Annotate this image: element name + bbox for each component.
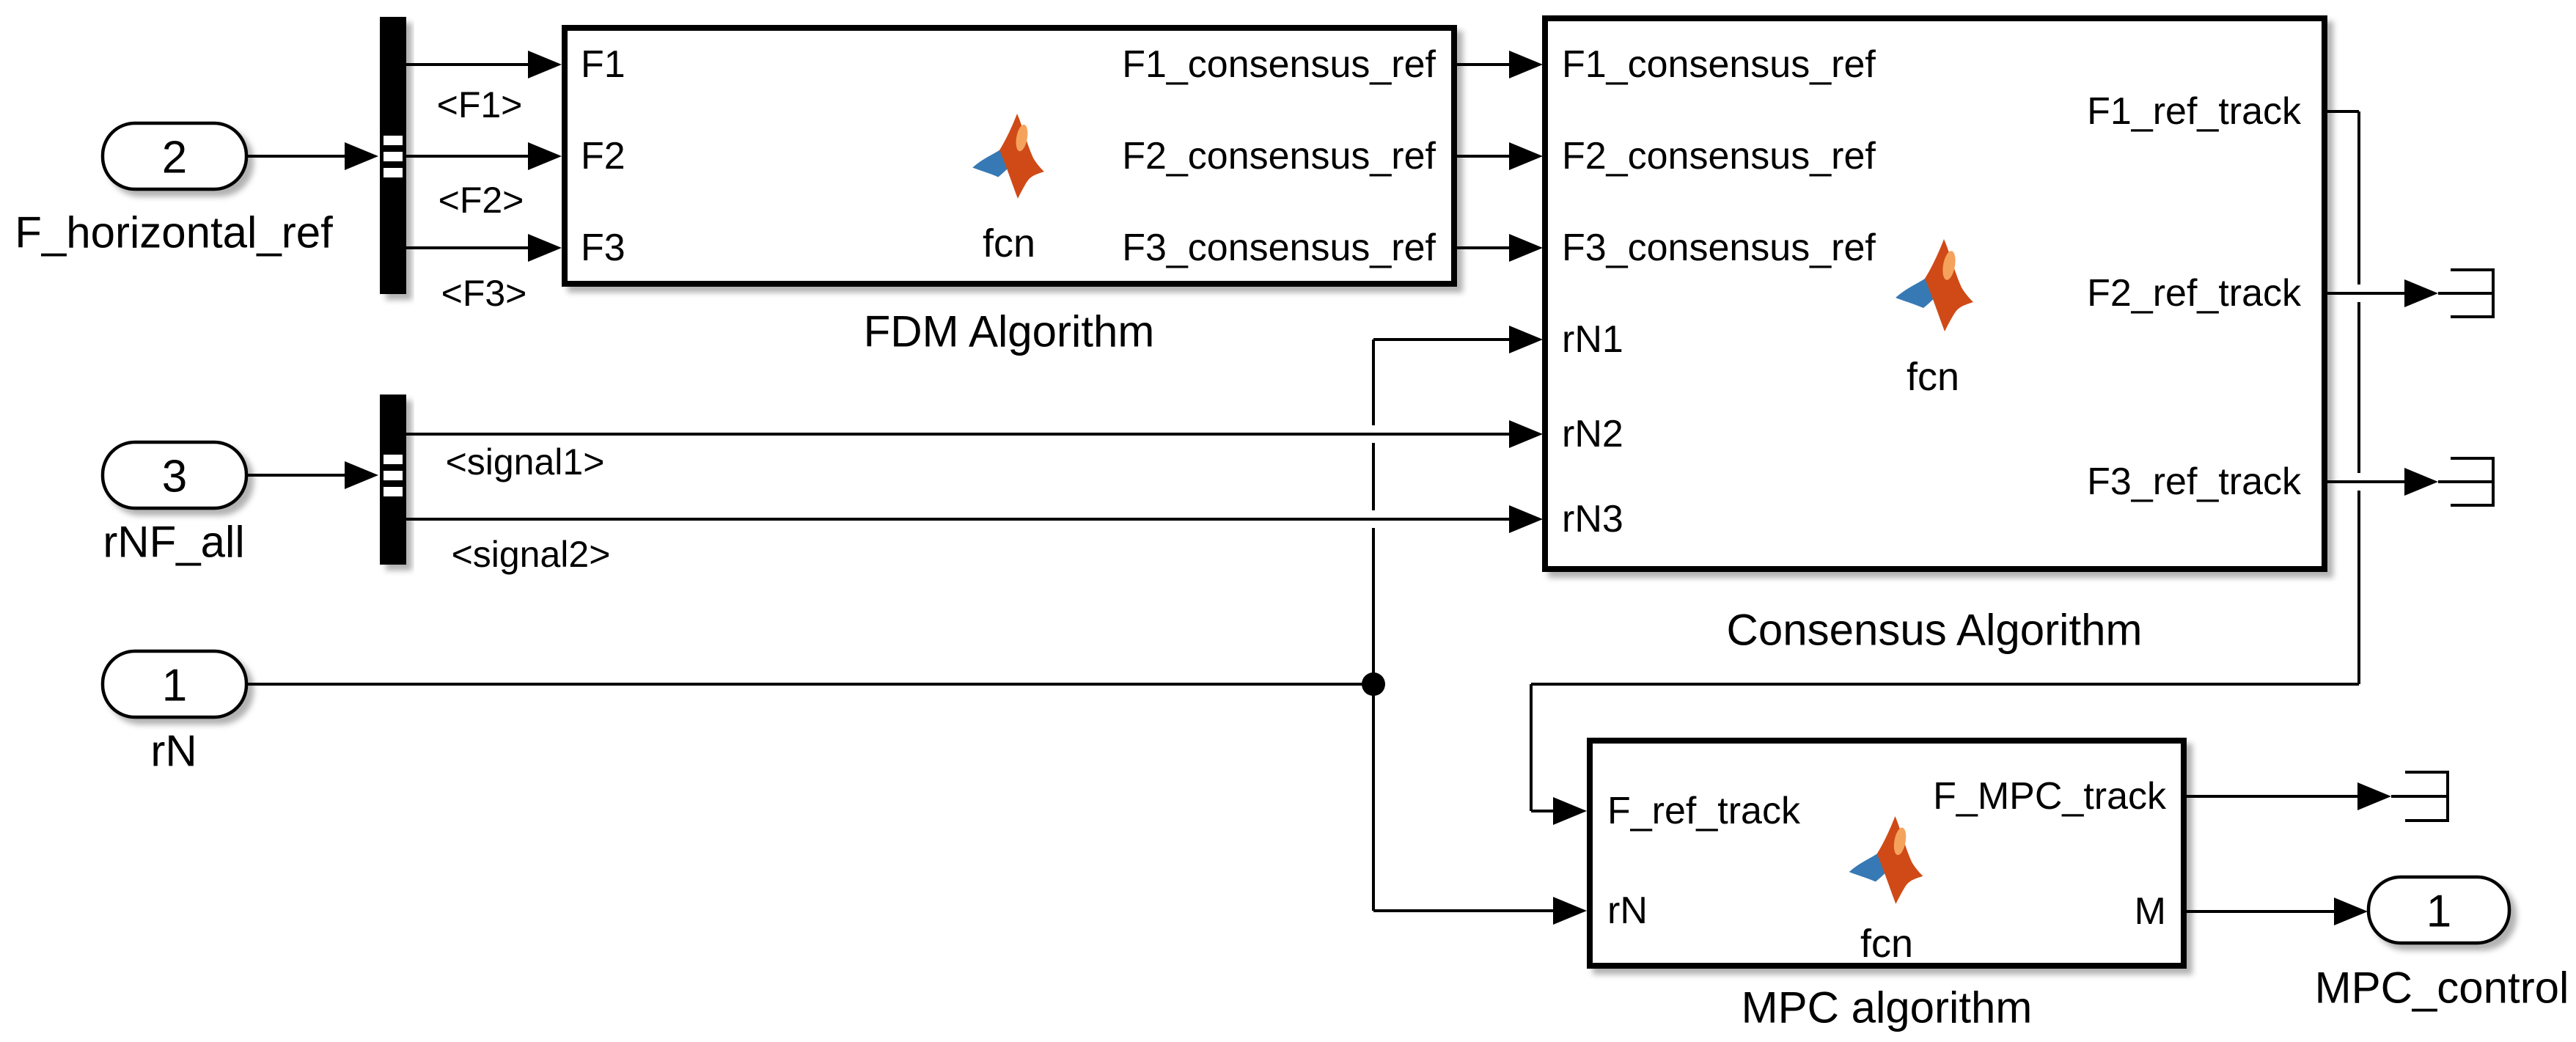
inport-1-label: rN bbox=[150, 727, 197, 776]
mpc-block-name: MPC algorithm bbox=[1742, 983, 2033, 1032]
arrow-icon bbox=[1509, 234, 1543, 262]
consensus-input-F1_consensus_ref: F1_consensus_ref bbox=[1562, 43, 1876, 86]
bus-selector-1[interactable] bbox=[380, 17, 406, 294]
fdm-output-F2_consensus_ref: F2_consensus_ref bbox=[1122, 135, 1436, 177]
arrow-icon bbox=[1509, 420, 1543, 448]
consensus-input-F2_consensus_ref: F2_consensus_ref bbox=[1562, 135, 1876, 177]
bus-selector-2-notch bbox=[384, 471, 403, 480]
bus-selector-1-notch bbox=[384, 152, 403, 161]
inport-rN[interactable]: 1 bbox=[100, 649, 249, 719]
arrow-icon bbox=[528, 51, 562, 78]
signal-line-F1_ref_track-return[interactable] bbox=[1530, 110, 2360, 812]
arrow-icon bbox=[528, 142, 562, 170]
bus-selector-2-notch bbox=[384, 455, 403, 464]
bus-tag-F3: <F3> bbox=[441, 273, 527, 314]
inport-2-number: 2 bbox=[162, 133, 187, 183]
terminator-F2_ref_track[interactable] bbox=[2438, 268, 2495, 318]
branch-point[interactable] bbox=[1362, 672, 1385, 696]
bus-tag-signal2: <signal2> bbox=[452, 534, 611, 575]
arrow-icon bbox=[1553, 797, 1587, 825]
fdm-fcn-label: fcn bbox=[983, 221, 1035, 265]
arrow-icon bbox=[1509, 505, 1543, 533]
outport-1-number: 1 bbox=[2426, 887, 2451, 937]
mpc-output-M: M bbox=[2135, 890, 2166, 933]
fdm-input-F3: F3 bbox=[581, 227, 625, 269]
arrow-icon bbox=[2357, 782, 2391, 810]
bus-selector-2-notch bbox=[384, 487, 403, 496]
consensus-block-name: Consensus Algorithm bbox=[1727, 606, 2143, 655]
arrow-icon bbox=[1553, 897, 1587, 925]
arrow-icon bbox=[528, 234, 562, 262]
terminator-F3_ref_track[interactable] bbox=[2438, 457, 2495, 507]
inport-F_horizontal_ref[interactable]: 2 bbox=[100, 121, 249, 191]
consensus-input-rN1: rN1 bbox=[1562, 318, 1623, 361]
consensus-output-F3_ref_track: F3_ref_track bbox=[2087, 461, 2302, 503]
arrow-icon bbox=[2404, 468, 2438, 496]
bus-tag-F1: <F1> bbox=[437, 84, 523, 125]
outport-MPC_control[interactable]: 1 bbox=[2366, 875, 2511, 945]
mpc-fcn-label: fcn bbox=[1860, 922, 1913, 966]
arrow-icon bbox=[1509, 326, 1543, 353]
consensus-input-F3_consensus_ref: F3_consensus_ref bbox=[1562, 227, 1876, 269]
fdm-output-F3_consensus_ref: F3_consensus_ref bbox=[1122, 227, 1436, 269]
bus-selector-1-notch bbox=[384, 136, 403, 145]
inport-1-number: 1 bbox=[162, 661, 187, 711]
arrow-icon bbox=[1509, 142, 1543, 170]
fdm-block-name: FDM Algorithm bbox=[864, 307, 1155, 356]
terminator-F_MPC_track[interactable] bbox=[2391, 771, 2449, 822]
fdm-input-F1: F1 bbox=[581, 43, 625, 86]
inport-3-label: rNF_all bbox=[103, 518, 244, 567]
consensus-input-rN3: rN3 bbox=[1562, 498, 1623, 540]
bus-selector-2[interactable] bbox=[380, 395, 406, 565]
bus-tag-F2: <F2> bbox=[438, 180, 524, 221]
inport-2-label: F_horizontal_ref bbox=[15, 208, 333, 257]
block-fdm-algorithm[interactable]: F1 F2 F3 F1_consensus_ref F2_consensus_r… bbox=[562, 25, 1457, 287]
block-consensus-algorithm[interactable]: F1_consensus_ref F2_consensus_ref F3_con… bbox=[1542, 15, 2327, 572]
fdm-input-F2: F2 bbox=[581, 135, 625, 177]
mpc-input-F_ref_track: F_ref_track bbox=[1607, 790, 1801, 832]
arrow-icon bbox=[1509, 51, 1543, 78]
bus-selector-1-notch bbox=[384, 168, 403, 177]
consensus-output-F1_ref_track: F1_ref_track bbox=[2087, 90, 2302, 133]
arrow-icon bbox=[345, 461, 378, 489]
arrow-icon bbox=[345, 142, 378, 170]
mpc-output-F_MPC_track: F_MPC_track bbox=[1933, 775, 2167, 818]
block-mpc-algorithm[interactable]: F_ref_track rN F_MPC_track M fcn bbox=[1587, 738, 2187, 969]
arrow-icon bbox=[2334, 898, 2368, 925]
arrow-icon bbox=[2404, 279, 2438, 307]
bus-tag-signal1: <signal1> bbox=[446, 441, 605, 483]
inport-3-number: 3 bbox=[162, 452, 187, 502]
consensus-fcn-label: fcn bbox=[1907, 355, 1959, 399]
consensus-output-F2_ref_track: F2_ref_track bbox=[2087, 272, 2302, 315]
consensus-input-rN2: rN2 bbox=[1562, 413, 1623, 455]
fdm-output-F1_consensus_ref: F1_consensus_ref bbox=[1122, 43, 1436, 86]
outport-1-label: MPC_control bbox=[2315, 964, 2569, 1013]
mpc-input-rN: rN bbox=[1607, 889, 1648, 932]
inport-rNF_all[interactable]: 3 bbox=[100, 440, 249, 510]
